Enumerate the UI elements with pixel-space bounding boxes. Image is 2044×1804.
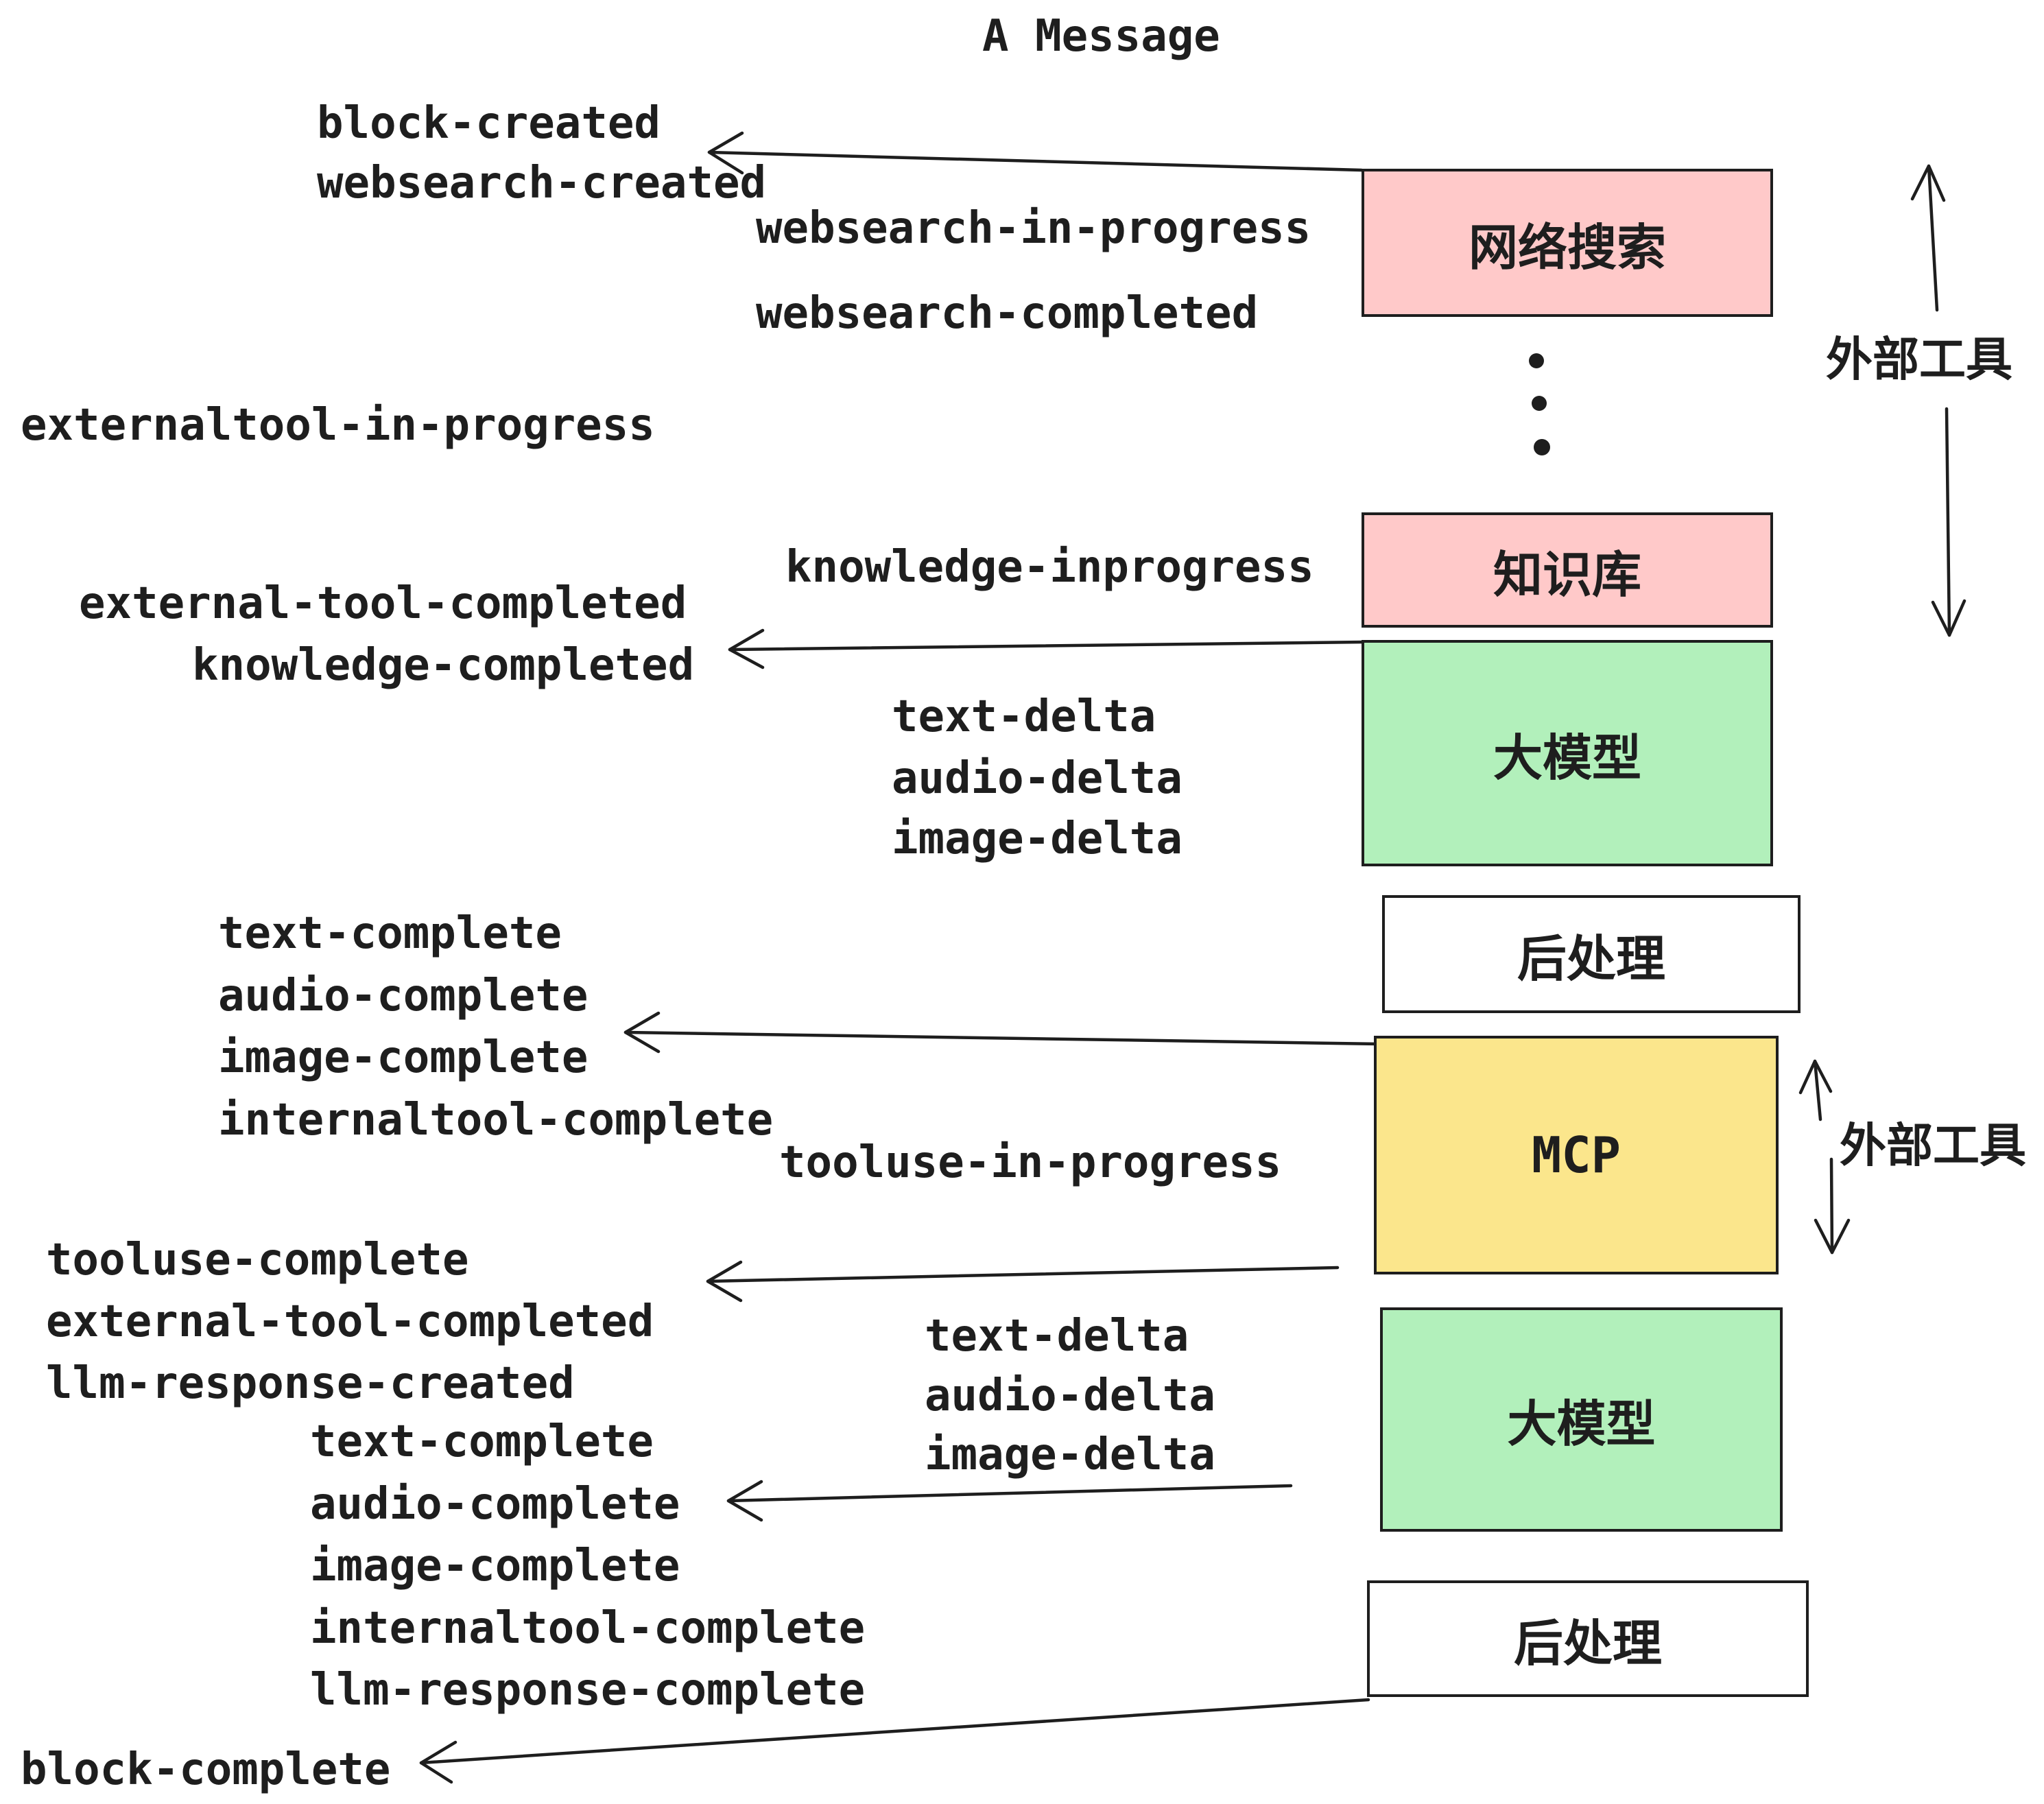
box-llm-2-label: 大模型 <box>1507 1395 1656 1453</box>
event-label-websearch-created: websearch-created <box>317 158 767 209</box>
box-postprocess-2: 后处理 <box>1367 1580 1809 1697</box>
event-label-llm-response-complete: llm-response-complete <box>310 1665 866 1716</box>
external-tools-mcp-up-arrow <box>1798 1059 1833 1121</box>
event-label-tooluse-in-progress: tooluse-in-progress <box>779 1137 1282 1188</box>
event-label-text-complete-1: text-complete <box>218 908 562 959</box>
event-label-internaltool-complete-2: internaltool-complete <box>310 1603 866 1654</box>
event-label-knowledge-completed: knowledge-completed <box>192 640 695 691</box>
event-label-audio-complete-1: audio-complete <box>218 971 589 1021</box>
event-label-audio-delta-2: audio-delta <box>925 1370 1215 1421</box>
box-mcp: MCP <box>1374 1036 1779 1274</box>
event-label-tooluse-complete: tooluse-complete <box>46 1235 469 1285</box>
event-label-externaltool-in-progress: externaltool-in-progress <box>21 400 655 451</box>
event-label-image-complete-1: image-complete <box>218 1032 589 1083</box>
event-label-llm-response-created: llm-response-created <box>46 1358 575 1409</box>
box-knowledge-label: 知识库 <box>1493 545 1641 604</box>
event-label-image-complete-2: image-complete <box>310 1541 680 1591</box>
box-postprocess-1-label: 后处理 <box>1517 929 1665 988</box>
box-postprocess-2-label: 后处理 <box>1513 1614 1662 1672</box>
event-label-image-delta-2: image-delta <box>925 1429 1215 1480</box>
event-label-websearch-in-progress: websearch-in-progress <box>756 203 1311 254</box>
annotation-external-tools-mcp: 外部工具 <box>1839 1119 2027 1174</box>
event-label-block-created: block-created <box>317 98 661 149</box>
event-label-text-complete-2: text-complete <box>310 1416 654 1467</box>
event-label-external-tool-completed-2: external-tool-completed <box>46 1296 654 1347</box>
arrow-llm2-to-complete <box>726 1480 1293 1522</box>
annotation-external-tools-top: 外部工具 <box>1825 333 2013 388</box>
arrow-knowledge-to-completed <box>728 628 1366 669</box>
arrow-websearch-to-created <box>707 131 1364 175</box>
box-llm-1-label: 大模型 <box>1493 728 1641 787</box>
event-label-audio-delta-1: audio-delta <box>892 753 1183 804</box>
box-mcp-label: MCP <box>1531 1126 1621 1184</box>
event-label-internaltool-complete-1: internaltool-complete <box>218 1095 774 1146</box>
diagram-title: A Message <box>982 11 1220 62</box>
event-label-websearch-completed: websearch-completed <box>756 288 1259 339</box>
box-websearch: 网络搜索 <box>1362 169 1773 317</box>
event-label-image-delta-1: image-delta <box>892 814 1183 864</box>
event-label-text-delta-2: text-delta <box>925 1311 1189 1362</box>
arrow-mcp-to-tooluse-complete <box>706 1260 1340 1303</box>
external-tools-down-arrow <box>1931 407 1966 637</box>
arrow-postprocess1-to-complete <box>623 1011 1382 1054</box>
box-llm-1: 大模型 <box>1362 640 1773 866</box>
event-label-external-tool-completed-1: external-tool-completed <box>79 578 687 629</box>
box-websearch-label: 网络搜索 <box>1468 218 1666 276</box>
box-postprocess-1: 后处理 <box>1382 895 1801 1013</box>
event-label-text-delta-1: text-delta <box>892 691 1156 742</box>
ellipsis-dots <box>1529 353 1550 455</box>
box-knowledge: 知识库 <box>1362 512 1773 628</box>
external-tools-up-arrow <box>1910 164 1946 312</box>
box-llm-2: 大模型 <box>1380 1307 1783 1532</box>
event-label-block-complete: block-complete <box>21 1744 391 1795</box>
event-label-audio-complete-2: audio-complete <box>310 1479 680 1530</box>
event-label-knowledge-inprogress: knowledge-inprogress <box>785 542 1314 593</box>
